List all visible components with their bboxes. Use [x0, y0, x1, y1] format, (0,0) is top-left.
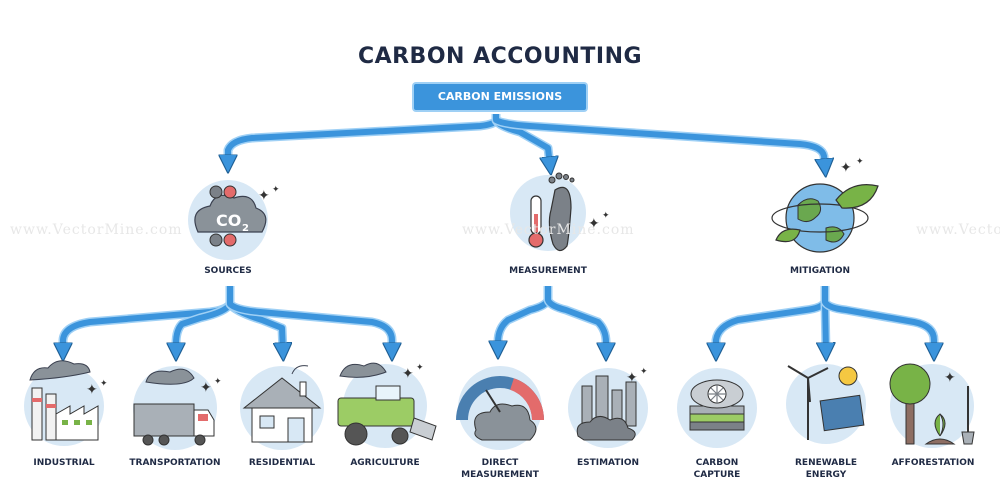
- arrow-to-estimation: [545, 286, 606, 352]
- node-label-renewable-energy: RENEWABLE ENERGY: [795, 458, 857, 480]
- wind-solar-icon: [786, 364, 866, 444]
- arrow-to-transportation: [176, 286, 233, 352]
- node-label-residential: RESIDENTIAL: [248, 458, 316, 468]
- node-label-mitigation: MITIGATION: [789, 266, 851, 276]
- arrow-to-mitigation: [493, 114, 825, 168]
- arrow-to-agriculture: [227, 286, 392, 352]
- node-label-afforestation: AFFORESTATION: [891, 458, 975, 468]
- diagram-title: CARBON ACCOUNTING: [357, 44, 643, 69]
- node-label-direct-measurement: DIRECT MEASUREMENT: [461, 458, 539, 480]
- watermark: www.VectorMine.com: [10, 222, 183, 238]
- harvester-icon: ✦ ✦: [337, 362, 437, 448]
- smog-city-icon: ✦ ✦: [568, 366, 648, 448]
- node-label-sources: SOURCES: [204, 266, 252, 276]
- svg-text:✦: ✦: [200, 379, 212, 395]
- footprint-thermometer-icon: ✦ ✦: [510, 172, 610, 252]
- arrow-to-direct-measurement-halo: [493, 286, 553, 350]
- svg-text:✦: ✦: [640, 366, 648, 376]
- svg-text:✦: ✦: [416, 362, 424, 372]
- svg-text:✦: ✦: [86, 381, 98, 397]
- svg-text:✦: ✦: [944, 369, 956, 385]
- connector-arrows: [63, 114, 934, 352]
- svg-text:✦: ✦: [272, 184, 280, 194]
- svg-text:CO: CO: [216, 211, 241, 230]
- root-node-carbon-emissions: CARBON EMISSIONS: [414, 84, 586, 110]
- watermark: www.VectorMine.com: [916, 222, 1000, 238]
- svg-text:✦: ✦: [588, 215, 600, 231]
- node-label-measurement: MEASUREMENT: [509, 266, 587, 276]
- svg-text:✦: ✦: [214, 376, 222, 386]
- svg-text:✦: ✦: [602, 210, 610, 220]
- svg-text:✦: ✦: [840, 159, 852, 175]
- tree-planting-icon: ✦: [889, 363, 975, 448]
- node-label-industrial: INDUSTRIAL: [33, 458, 95, 468]
- truck-icon: ✦ ✦: [133, 366, 222, 450]
- svg-text:✦: ✦: [402, 365, 414, 381]
- svg-text:✦: ✦: [100, 378, 108, 388]
- arrow-to-sources: [228, 114, 499, 164]
- svg-text:✦: ✦: [258, 187, 270, 203]
- globe-leaves-icon: ✦ ✦: [771, 156, 879, 253]
- svg-text:✦: ✦: [626, 369, 638, 385]
- arrow-to-afforestation: [822, 286, 934, 352]
- house-icon: [240, 365, 324, 450]
- arrow-to-residential: [227, 286, 283, 352]
- svg-text:2: 2: [242, 223, 249, 234]
- arrow-to-afforestation-halo: [820, 286, 939, 352]
- node-label-transportation: TRANSPORTATION: [129, 458, 221, 468]
- svg-text:✦: ✦: [856, 156, 864, 166]
- node-label-estimation: ESTIMATION: [576, 458, 639, 468]
- factory-icon: ✦ ✦: [24, 360, 108, 446]
- carbon-capture-icon: [677, 368, 757, 448]
- gauge-icon: [456, 366, 544, 450]
- watermark: www.VectorMine.com: [462, 222, 635, 238]
- node-label-carbon-capture: CARBON CAPTURE: [693, 458, 741, 480]
- node-label-agriculture: AGRICULTURE: [350, 458, 420, 468]
- co2-icon: CO 2 ✦ ✦: [188, 180, 280, 260]
